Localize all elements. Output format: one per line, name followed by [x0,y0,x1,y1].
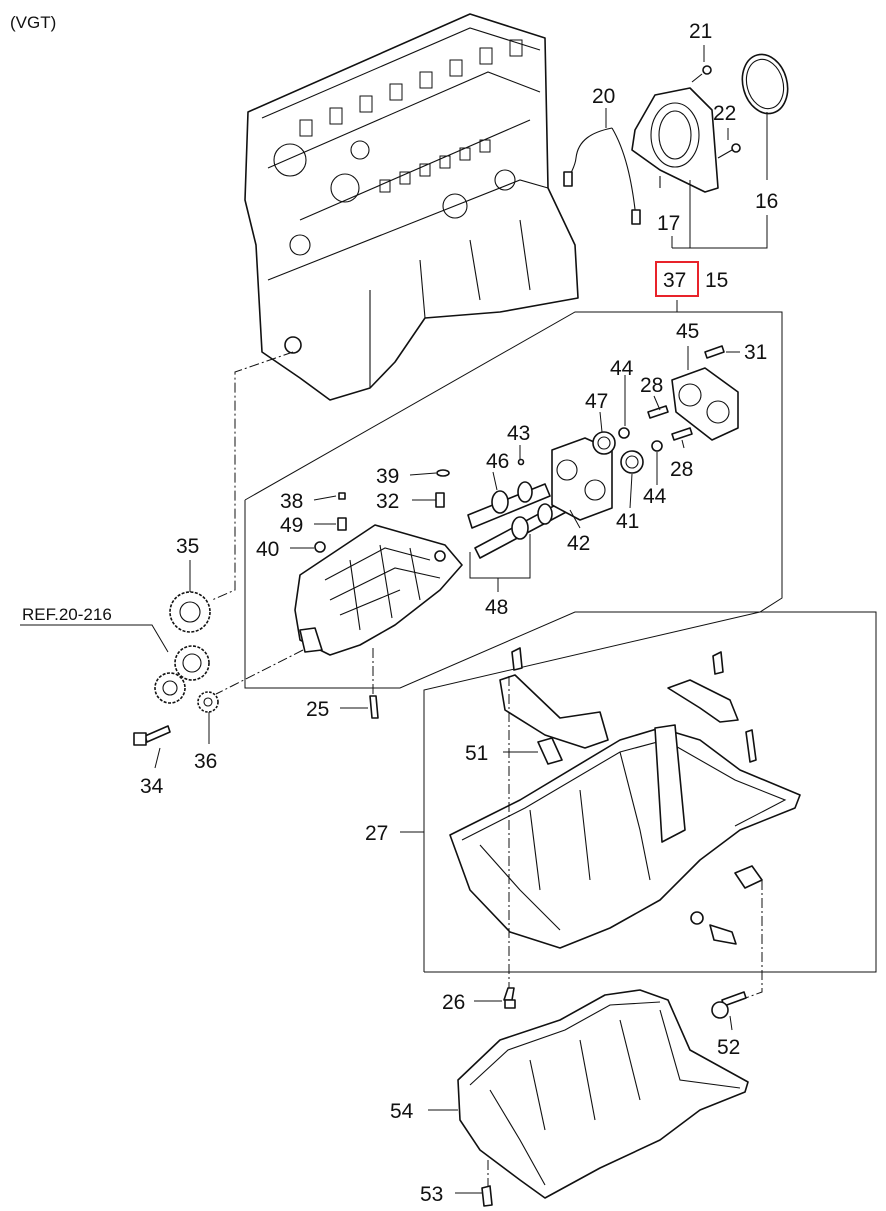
callout-16[interactable]: 16 [755,190,778,213]
plate-42 [551,437,613,521]
gears-41-47 [592,405,693,474]
leader-lines [20,45,768,1194]
callout-20[interactable]: 20 [592,85,615,108]
ckp-sensor-wire-20 [563,127,641,225]
cover-45 [671,345,739,441]
callout-15[interactable]: 15 [705,269,728,292]
callout-39[interactable]: 39 [376,465,399,488]
callout-37[interactable]: 37 [663,269,686,292]
highlight-box-37 [655,261,699,297]
callout-47[interactable]: 47 [585,390,608,413]
callout-36[interactable]: 36 [194,750,217,773]
callout-labels: 21 20 22 17 16 37 15 45 31 44 28 47 43 4… [22,20,778,1206]
callout-35[interactable]: 35 [176,535,199,558]
callout-28-top[interactable]: 28 [640,374,663,397]
callout-46[interactable]: 46 [486,450,509,473]
callout-28-bottom[interactable]: 28 [670,458,693,481]
callout-52[interactable]: 52 [717,1036,740,1059]
callout-53[interactable]: 53 [420,1183,443,1206]
callout-34[interactable]: 34 [140,775,164,798]
oil-seal-16 [741,53,789,115]
engine-block [244,13,579,401]
bolt-22 [717,143,741,159]
callout-17[interactable]: 17 [657,212,680,235]
pan-fasteners [369,647,763,1207]
gear-36 [197,691,219,713]
callout-25[interactable]: 25 [306,698,329,721]
callout-26[interactable]: 26 [442,991,465,1014]
callout-32[interactable]: 32 [376,490,399,513]
variant-label: (VGT) [10,13,56,32]
callout-40[interactable]: 40 [256,538,279,561]
callout-54[interactable]: 54 [390,1100,414,1123]
callout-41[interactable]: 41 [616,510,639,533]
small-parts-38-39-40-49-32 [314,469,450,553]
oil-pan-upper-outline [423,611,877,973]
callout-43[interactable]: 43 [507,422,530,445]
lower-oil-pan-54 [457,989,749,1199]
callout-21[interactable]: 21 [689,20,712,43]
callout-38[interactable]: 38 [280,490,303,513]
gear-35 [169,591,211,633]
callout-44-top[interactable]: 44 [610,357,634,380]
bolt-21 [691,65,712,83]
gear-ref [154,645,210,704]
callout-48[interactable]: 48 [485,596,508,619]
callout-45[interactable]: 45 [676,320,699,343]
centerlines [211,351,763,1186]
callout-51[interactable]: 51 [465,742,488,765]
rear-oil-seal-case [631,65,741,193]
balance-shaft-housing [294,524,463,656]
callout-22[interactable]: 22 [713,102,736,125]
callout-49[interactable]: 49 [280,514,303,537]
callout-42[interactable]: 42 [567,532,590,555]
callout-44-bottom[interactable]: 44 [643,485,667,508]
bolt-34 [133,725,171,746]
callout-27[interactable]: 27 [365,822,388,845]
upper-oil-pan-27 [449,674,801,949]
ref-label[interactable]: REF.20-216 [22,605,112,624]
callout-31[interactable]: 31 [744,341,767,364]
